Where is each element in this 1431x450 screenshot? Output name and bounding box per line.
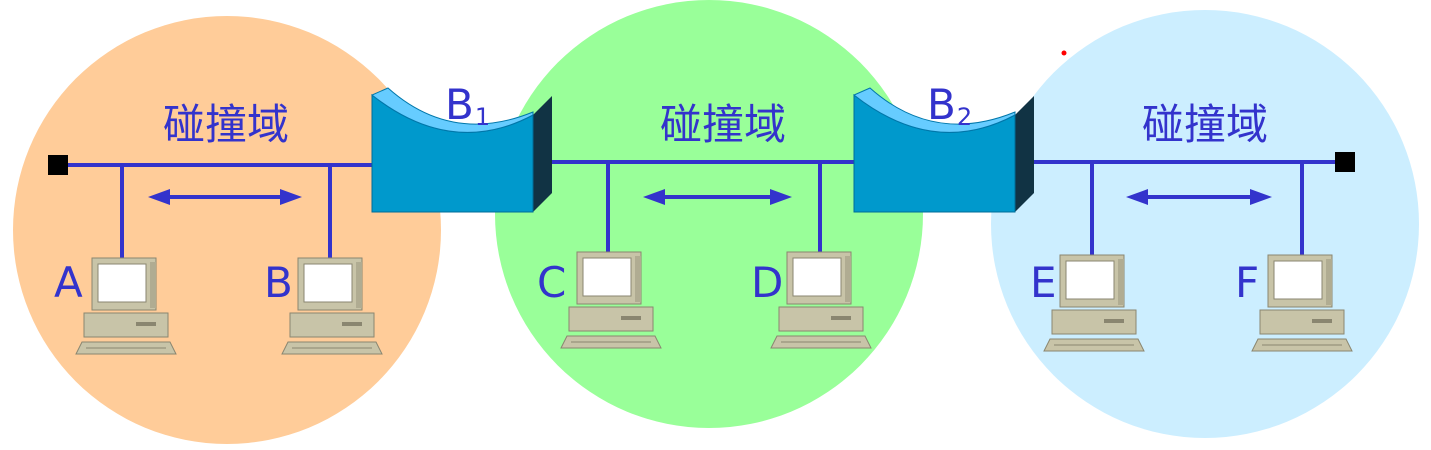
collision-domain-right [991,10,1419,438]
bridge-label-b2: B2 [927,80,973,131]
bridge-b2-icon [853,87,1034,213]
domain-label-middle: 碰撞域 [660,100,787,149]
collision-domain-middle [495,0,923,428]
host-label-C: C [537,258,567,307]
double-arrow-right [1126,189,1272,205]
red-dot [1061,50,1067,56]
host-label-D: D [751,258,784,307]
terminator-left [48,155,68,175]
double-arrow-middle [643,189,792,205]
double-arrow-left [148,189,302,205]
host-label-B: B [264,258,293,307]
arrows [148,189,1272,205]
host-label-A: A [54,258,83,307]
domain-label-right: 碰撞域 [1142,100,1269,149]
bus-lines [58,160,1345,258]
bridge-b1-icon [371,87,552,213]
terminator-right [1335,152,1355,172]
collision-domain-left [13,16,441,444]
host-label-F: F [1235,258,1260,307]
host-label-E: E [1030,258,1057,307]
domain-label-left: 碰撞域 [163,100,290,149]
bridge-label-b1: B1 [445,80,491,131]
